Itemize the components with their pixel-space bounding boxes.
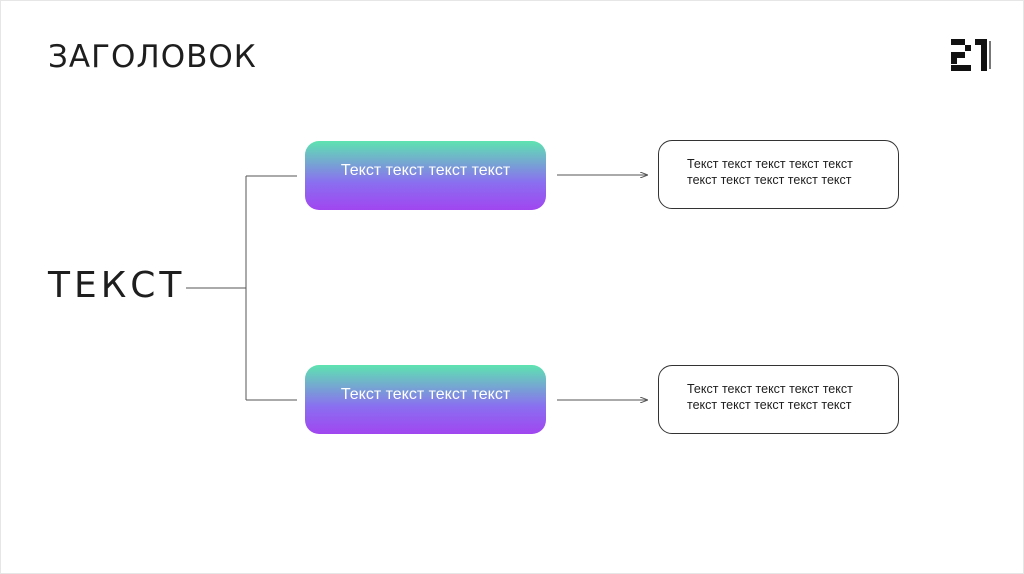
branch-2-box: Текст текст текст текст [305,365,546,434]
branch-2-box-label: Текст текст текст текст [340,385,511,403]
slide-title: ЗАГОЛОВОК [48,39,257,75]
branch-2-detail-line-2: текст текст текст текст текст [687,397,852,412]
root-label: ТЕКСТ [48,265,186,306]
branch-1-box-label: Текст текст текст текст [340,161,511,179]
branch-1-detail-line-2: текст текст текст текст текст [687,172,852,187]
branch-1-detail-line-1: Текст текст текст текст текст [687,156,853,171]
branch-2-detail-line-1: Текст текст текст текст текст [687,381,853,396]
branch-2-detail-box: Текст текст текст текст текст текст текс… [658,365,899,434]
21-logo-icon [951,39,991,71]
branch-1-detail-box: Текст текст текст текст текст текст текс… [658,140,899,209]
branch-1-box: Текст текст текст текст [305,141,546,210]
